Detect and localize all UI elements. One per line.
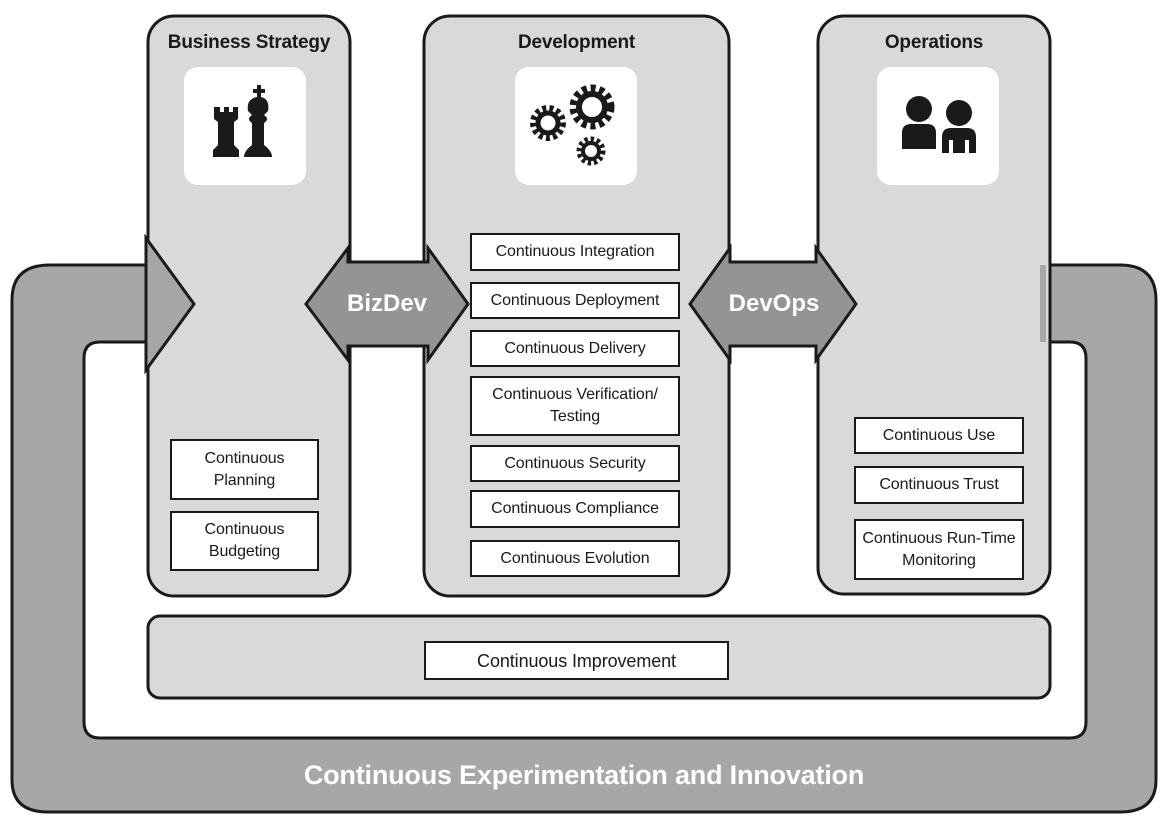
- item-continuous-security: Continuous Security: [470, 445, 680, 482]
- chess-icon: [184, 67, 306, 185]
- operations-title: Operations: [884, 32, 984, 53]
- item-continuous-delivery: Continuous Delivery: [470, 330, 680, 367]
- item-continuous-improvement: Continuous Improvement: [424, 641, 729, 680]
- item-continuous-trust: Continuous Trust: [854, 466, 1024, 504]
- item-continuous-verification-testing: Continuous Verification/ Testing: [470, 376, 680, 436]
- item-continuous-planning: Continuous Planning: [170, 439, 319, 500]
- item-continuous-run-time-monitoring: Continuous Run-Time Monitoring: [854, 519, 1024, 580]
- experimentation-loop-band: [10, 263, 1158, 814]
- devops-label: DevOps: [728, 290, 820, 317]
- item-continuous-evolution: Continuous Evolution: [470, 540, 680, 577]
- bizdev-arrow: [304, 243, 470, 365]
- experimentation-innovation-label: Continuous Experimentation and Innovatio…: [303, 760, 865, 790]
- business-strategy-title: Business Strategy: [167, 32, 331, 53]
- gears-icon: [515, 67, 637, 185]
- development-title: Development: [517, 32, 636, 53]
- item-continuous-integration: Continuous Integration: [470, 233, 680, 271]
- loop-band-right-join: [1040, 265, 1046, 342]
- users-icon: [877, 67, 999, 185]
- devops-arrow: [688, 243, 858, 365]
- item-continuous-compliance: Continuous Compliance: [470, 490, 680, 528]
- item-continuous-use: Continuous Use: [854, 417, 1024, 454]
- loop-arrow-tip: [144, 233, 196, 375]
- item-continuous-budgeting: Continuous Budgeting: [170, 511, 319, 571]
- item-continuous-deployment: Continuous Deployment: [470, 282, 680, 319]
- bizdev-label: BizDev: [346, 290, 428, 317]
